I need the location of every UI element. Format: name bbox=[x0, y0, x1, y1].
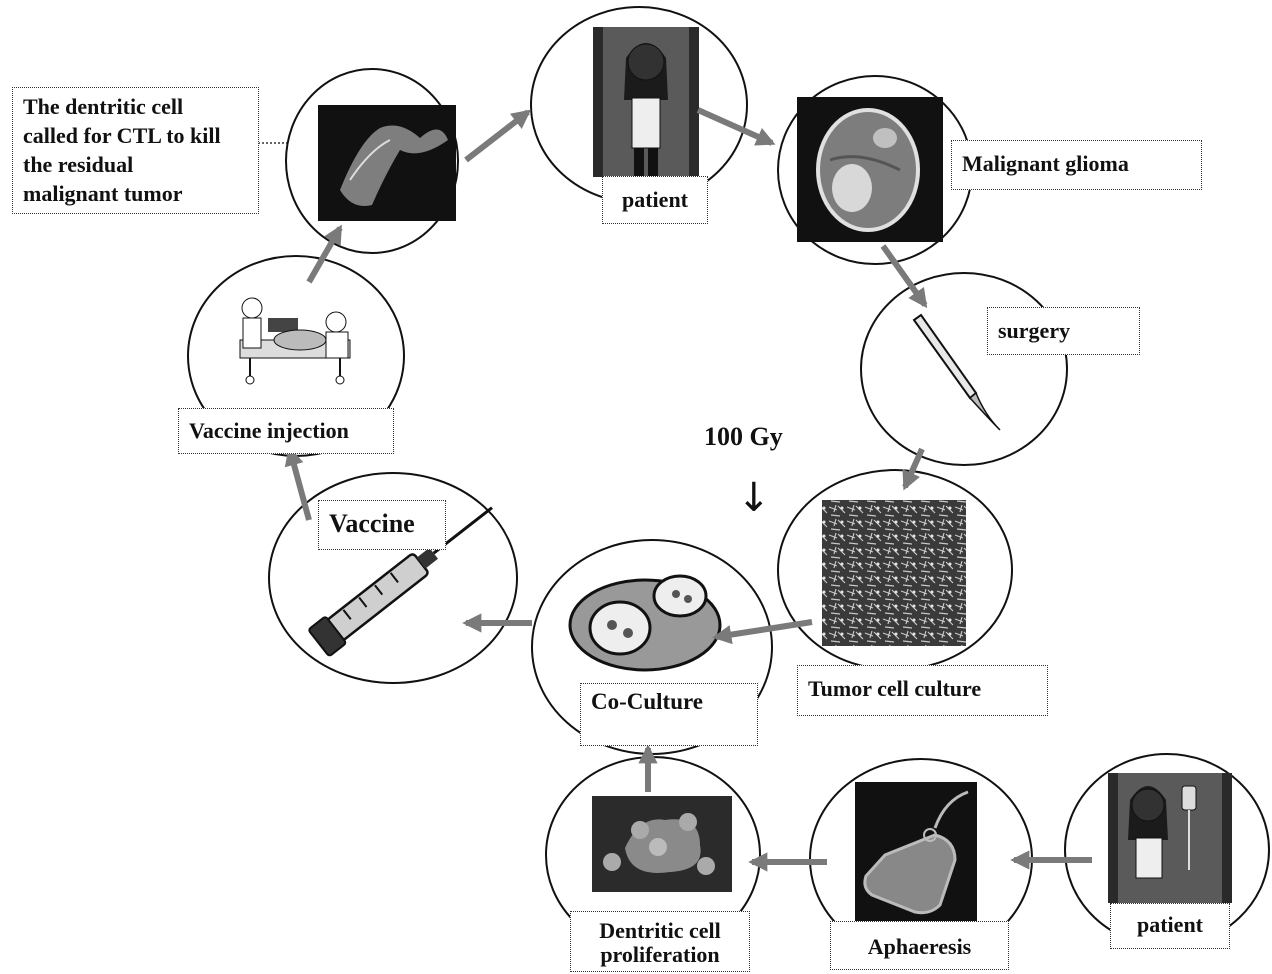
node-tumor-cell-culture bbox=[777, 469, 1013, 671]
node-malignant-glioma bbox=[777, 75, 973, 265]
label-aphaeresis: Aphaeresis bbox=[830, 921, 1009, 970]
flow-arrows bbox=[284, 107, 1092, 872]
label-patient-bottom: patient bbox=[1110, 903, 1230, 949]
node-vaccine-injection bbox=[187, 255, 405, 457]
arrow-patient-to-glioma bbox=[696, 107, 776, 146]
node-aphaeresis bbox=[809, 758, 1033, 960]
label-vaccine-injection: Vaccine injection bbox=[178, 408, 394, 454]
label-surgery: surgery bbox=[987, 307, 1140, 355]
node-patient-bottom bbox=[1064, 753, 1270, 947]
scalpel-icon bbox=[912, 313, 1001, 431]
node-surgery bbox=[860, 272, 1068, 466]
label-vaccine: Vaccine bbox=[318, 500, 446, 550]
arrow-injection-to-dc bbox=[306, 224, 343, 284]
syringe-icon bbox=[308, 506, 493, 657]
petri-dish-icon bbox=[568, 574, 722, 672]
label-malignant-glioma: Malignant glioma bbox=[951, 140, 1202, 190]
dose-down-arrow: ↓ bbox=[737, 475, 771, 521]
label-dc-kill: The dentritic cell called for CTL to kil… bbox=[12, 87, 259, 214]
arrow-vaccine-to-injection bbox=[284, 446, 312, 521]
arrow-culture-to-coculture bbox=[712, 619, 813, 645]
arrow-dc-to-patient bbox=[464, 109, 532, 163]
tumor-cell-image bbox=[822, 500, 966, 646]
label-co-culture: Co-Culture bbox=[580, 683, 758, 746]
node-patient-top bbox=[530, 6, 748, 204]
label-patient-top: patient bbox=[602, 176, 708, 224]
label-dc-proliferation: Dentritic cell proliferation bbox=[570, 911, 750, 972]
arrow-surgery-to-culture bbox=[902, 447, 925, 491]
node-dc-ctl bbox=[285, 68, 459, 254]
arrow-glioma-to-surgery bbox=[880, 244, 928, 309]
label-tumor-cell-culture: Tumor cell culture bbox=[797, 665, 1048, 716]
hospital-bed-icon bbox=[239, 297, 351, 385]
radiation-dose-label: 100 Gy bbox=[704, 422, 783, 451]
